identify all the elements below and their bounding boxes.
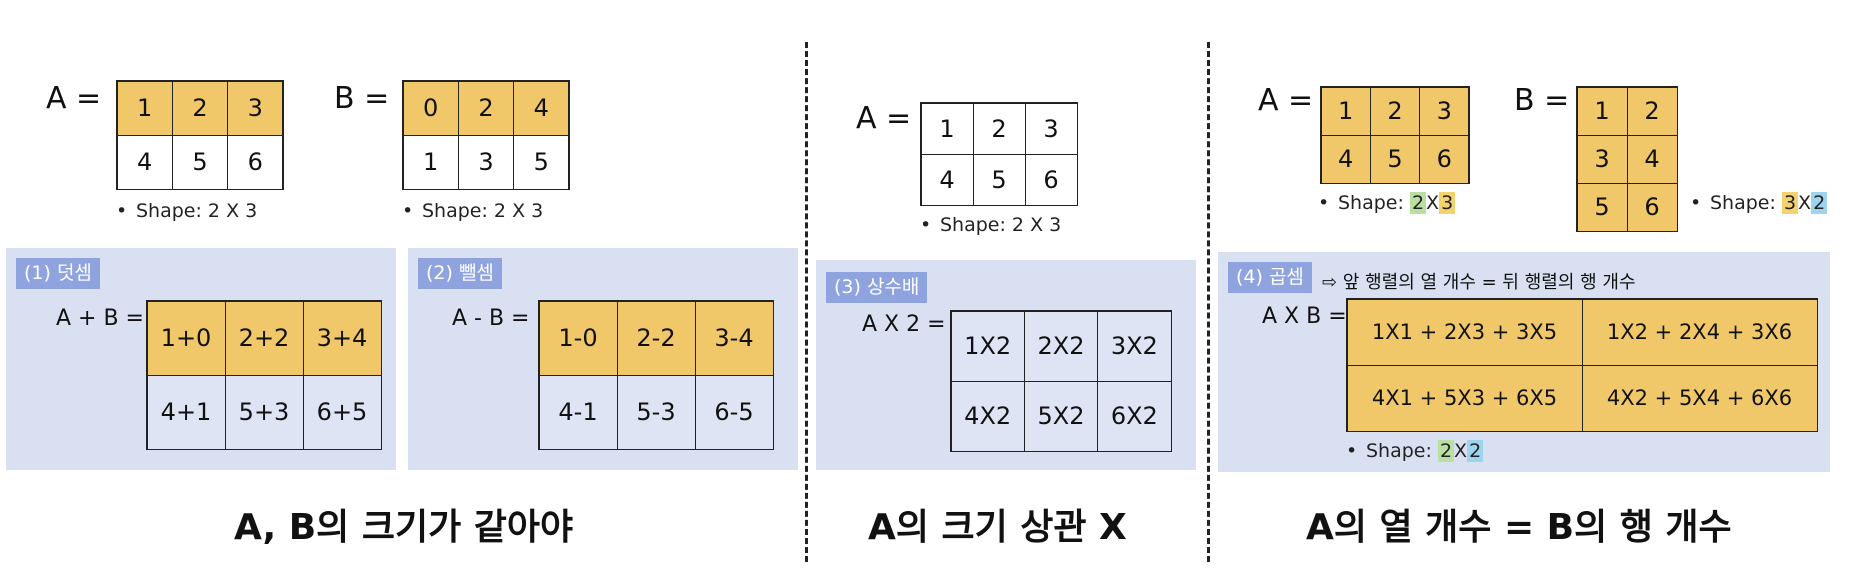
- matrix-cell: 1: [1576, 86, 1628, 136]
- matrix-cell: 3X2: [1097, 310, 1172, 382]
- addition-badge: (1) 덧셈: [16, 258, 100, 289]
- subtraction-result-matrix: 1-0 2-2 3-4 4-1 5-3 6-5: [538, 300, 774, 450]
- matrix-a: 1 2 3 4 5 6: [116, 80, 284, 190]
- matrix-cell: 5+3: [224, 374, 304, 450]
- matrix-cell: 6: [227, 134, 284, 190]
- subtraction-expression: A - B =: [452, 306, 530, 331]
- matrix-cell: 6: [1419, 134, 1470, 184]
- matrix-cell: 2: [457, 80, 515, 136]
- matrix-cell: 1: [920, 102, 974, 155]
- matrix-cell: 6X2: [1097, 380, 1172, 452]
- matrix-cell: 4+1: [146, 374, 226, 450]
- matrix-cell: 2: [171, 80, 229, 136]
- matrix-a: 1 2 3 4 5 6: [920, 102, 1078, 206]
- addition-result-matrix: 1+0 2+2 3+4 4+1 5+3 6+5: [146, 300, 382, 450]
- matrix-b: 0 2 4 1 3 5: [402, 80, 570, 190]
- matrix-cell: 4: [116, 134, 173, 190]
- matrix-cell: 3: [227, 80, 284, 136]
- matrix-cell: 5: [972, 153, 1026, 206]
- matrix-cell: 3+4: [302, 300, 382, 376]
- section1-caption: A, B의 크기가 같아야: [234, 507, 574, 548]
- matrix-cell: 4: [513, 80, 570, 136]
- matrix-cell: 1: [116, 80, 173, 136]
- matrix-cell: 0: [402, 80, 459, 136]
- multiplication-result-matrix: 1X1 + 2X3 + 3X5 1X2 + 2X4 + 3X6 4X1 + 5X…: [1346, 298, 1818, 432]
- scalar-expression: A X 2 =: [862, 312, 946, 337]
- matrix-cell: 3-4: [694, 300, 774, 376]
- matrix-cell: 1X1 + 2X3 + 3X5: [1346, 298, 1583, 366]
- matrix-cell: 3: [1024, 102, 1078, 155]
- matrix-cell: 6: [1626, 182, 1678, 232]
- section2-caption: A의 크기 상관 X: [868, 507, 1127, 548]
- matrix-cell: 2X2: [1023, 310, 1099, 382]
- matrix-cell: 1: [402, 134, 459, 190]
- matrix-cell: 4X2: [950, 380, 1025, 452]
- multiplication-badge: (4) 곱셈: [1228, 262, 1312, 293]
- matrix-cell: 2: [1369, 86, 1421, 136]
- matrix-b-label: B =: [334, 81, 390, 116]
- matrix-cell: 4X2 + 5X4 + 6X6: [1581, 364, 1818, 432]
- matrix-cell: 1X2 + 2X4 + 3X6: [1581, 298, 1818, 366]
- section3-caption: A의 열 개수 = B의 행 개수: [1306, 507, 1732, 548]
- matrix-cell: 5: [171, 134, 229, 190]
- matrix-a-shape: •Shape: 2 X 3: [920, 214, 1062, 236]
- matrix-b-shape: •Shape: 2 X 3: [402, 200, 544, 222]
- matrix-cell: 1X2: [950, 310, 1025, 382]
- matrix-a-label: A =: [856, 101, 912, 136]
- matrix-cell: 1: [1320, 86, 1371, 136]
- matrix-cell: 2: [972, 102, 1026, 155]
- matrix-cell: 6: [1024, 153, 1078, 206]
- matrix-cell: 5: [513, 134, 570, 190]
- addition-expression: A + B =: [56, 306, 144, 331]
- matrix-cell: 2-2: [616, 300, 696, 376]
- matrix-cell: 4: [920, 153, 974, 206]
- matrix-cell: 4-1: [538, 374, 618, 450]
- scalar-result-matrix: 1X2 2X2 3X2 4X2 5X2 6X2: [950, 310, 1172, 452]
- multiplication-expression: A X B =: [1262, 304, 1347, 329]
- matrix-cell: 5: [1369, 134, 1421, 184]
- matrix-a-label: A =: [1258, 83, 1314, 118]
- matrix-cell: 3: [1419, 86, 1470, 136]
- matrix-cell: 2: [1626, 86, 1678, 136]
- multiplication-rule-note: ⇨ 앞 행렬의 열 개수 = 뒤 행렬의 행 개수: [1322, 272, 1636, 293]
- subtraction-badge: (2) 뺄셈: [418, 258, 502, 289]
- scalar-badge: (3) 상수배: [826, 272, 928, 303]
- section-divider: [805, 42, 808, 562]
- matrix-cell: 5-3: [616, 374, 696, 450]
- matrix-a-shape: •Shape: 2 X 3: [116, 200, 258, 222]
- matrix-cell: 5: [1576, 182, 1628, 232]
- matrix-cell: 3: [457, 134, 515, 190]
- matrix-cell: 4: [1320, 134, 1371, 184]
- matrix-cell: 6-5: [694, 374, 774, 450]
- matrix-cell: 5X2: [1023, 380, 1099, 452]
- matrix-cell: 2+2: [224, 300, 304, 376]
- section-divider: [1207, 42, 1210, 562]
- matrix-cell: 1+0: [146, 300, 226, 376]
- matrix-a: 1 2 3 4 5 6: [1320, 86, 1470, 184]
- matrix-cell: 6+5: [302, 374, 382, 450]
- matrix-b: 1 2 3 4 5 6: [1576, 86, 1678, 232]
- matrix-cell: 1-0: [538, 300, 618, 376]
- matrix-a-label: A =: [46, 81, 102, 116]
- matrix-b-label: B =: [1514, 83, 1570, 118]
- matrix-cell: 4X1 + 5X3 + 6X5: [1346, 364, 1583, 432]
- matrix-cell: 4: [1626, 134, 1678, 184]
- matrix-cell: 3: [1576, 134, 1628, 184]
